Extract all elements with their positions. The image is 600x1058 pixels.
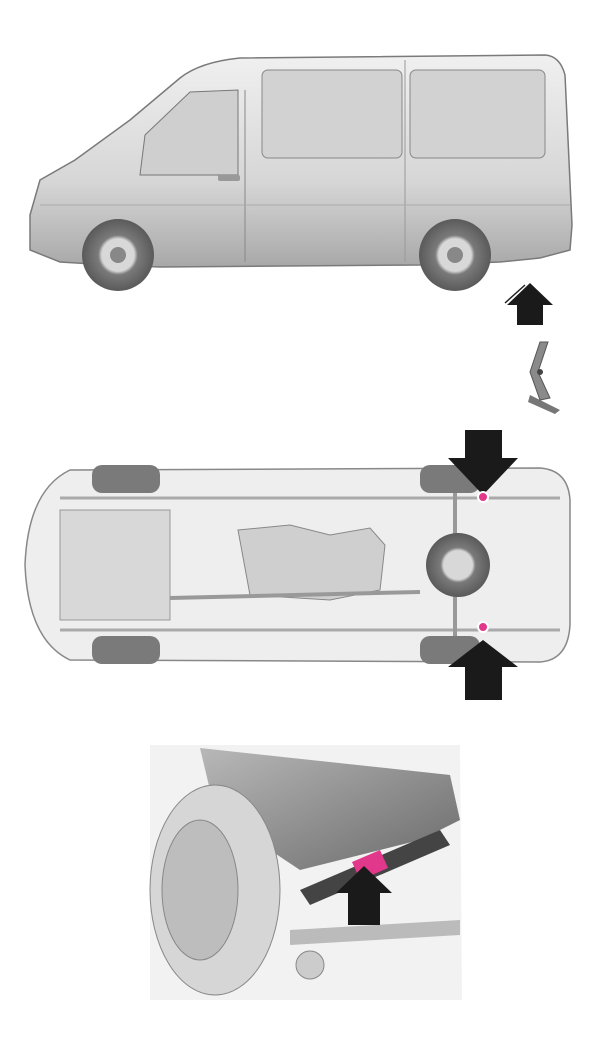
van-underbody-view	[24, 465, 571, 664]
arrow-up-icon	[448, 640, 518, 700]
arrow-up-icon	[504, 283, 553, 325]
scissor-jack-icon	[528, 341, 560, 414]
front-wheel	[82, 219, 154, 291]
van-side-view	[29, 54, 573, 291]
jack-point-closeup	[149, 745, 462, 1000]
jack-point-marker-right	[477, 621, 489, 633]
rear-wheel	[419, 219, 491, 291]
arrow-down-icon	[448, 430, 518, 495]
jack-point-marker-left	[477, 491, 489, 503]
arrow-up-icon	[336, 866, 392, 925]
